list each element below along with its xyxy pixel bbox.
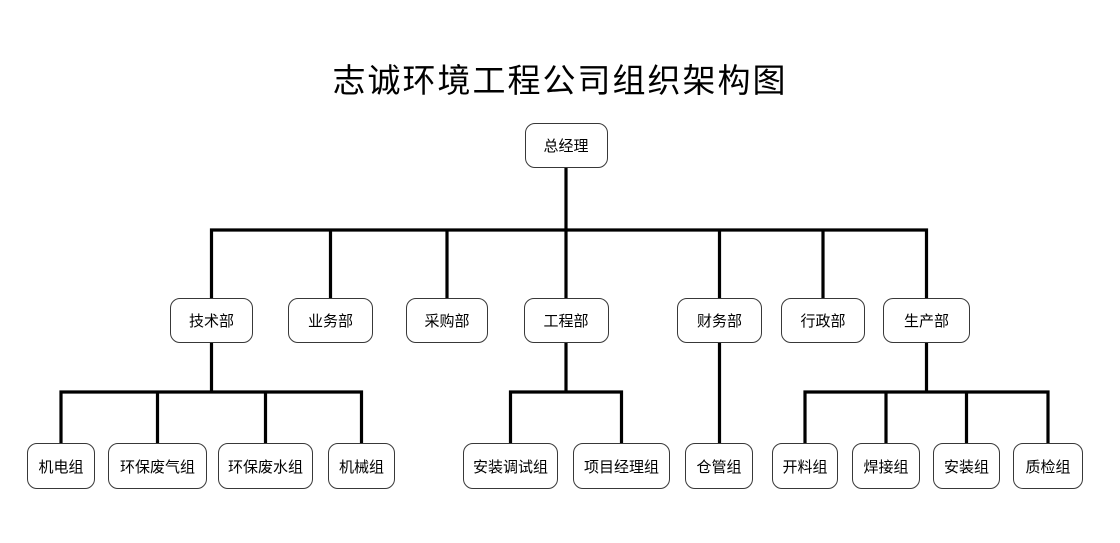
- chart-title: 志诚环境工程公司组织架构图: [332, 61, 788, 100]
- connector-technical-to-teams: [59, 341, 364, 445]
- node-team-project-manager: 项目经理组: [573, 443, 670, 489]
- node-dept-engineering: 工程部: [523, 298, 609, 343]
- node-dept-administration: 行政部: [781, 298, 865, 343]
- node-team-cutting: 开料组: [772, 443, 838, 489]
- node-team-installation: 安装组: [933, 443, 1000, 489]
- node-team-installation-commissioning: 安装调试组: [463, 443, 558, 489]
- node-team-waste-gas: 环保废气组: [108, 443, 207, 489]
- node-dept-business: 业务部: [288, 298, 373, 343]
- node-dept-technical: 技术部: [170, 298, 253, 343]
- node-dept-finance: 财务部: [677, 298, 762, 343]
- node-dept-procurement: 采购部: [406, 298, 488, 343]
- node-general-manager: 总经理: [524, 123, 608, 168]
- connector-root-to-departments: [209, 166, 929, 300]
- node-team-machinery: 机械组: [328, 443, 395, 489]
- node-team-warehouse: 仓管组: [685, 443, 753, 489]
- node-team-waste-water: 环保废水组: [218, 443, 313, 489]
- connector-engineering-to-teams: [508, 341, 624, 445]
- connector-production-to-teams: [803, 341, 1050, 445]
- node-team-electromechanical: 机电组: [27, 443, 95, 489]
- node-dept-production: 生产部: [883, 298, 970, 343]
- node-team-welding: 焊接组: [852, 443, 920, 489]
- node-team-quality-inspection: 质检组: [1013, 443, 1083, 489]
